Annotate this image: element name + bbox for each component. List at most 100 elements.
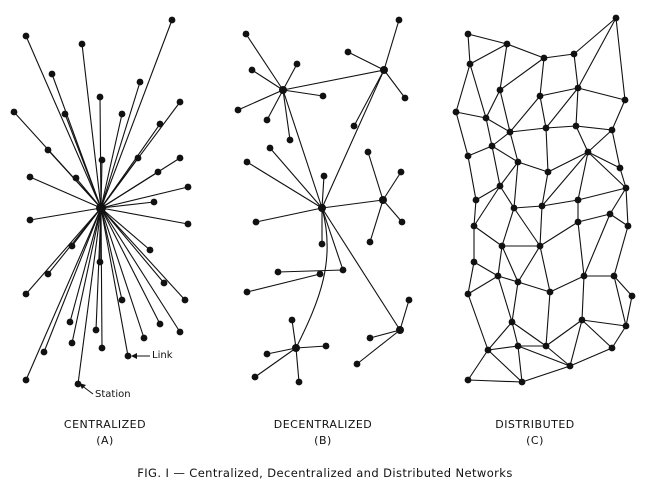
- station: [274, 268, 282, 276]
- station: [184, 183, 192, 191]
- station: [243, 158, 251, 166]
- link: [29, 176, 102, 209]
- station: [578, 316, 586, 324]
- station: [22, 376, 30, 384]
- station: [176, 154, 184, 162]
- station: [470, 222, 478, 230]
- link: [491, 145, 519, 163]
- station: [379, 196, 387, 204]
- link: [497, 275, 519, 283]
- link: [100, 171, 159, 209]
- station: [263, 116, 271, 124]
- station: [405, 296, 413, 304]
- station: [542, 124, 550, 132]
- link: [321, 207, 401, 331]
- link: [499, 161, 519, 187]
- annotation-arrows: [79, 353, 150, 395]
- link: [501, 207, 515, 247]
- link: [367, 151, 384, 201]
- caption-distributed: DISTRIBUTED (C): [480, 417, 590, 449]
- link: [467, 261, 475, 295]
- station: [472, 196, 480, 204]
- station: [380, 66, 388, 74]
- link: [473, 225, 503, 247]
- station: [616, 164, 624, 172]
- link: [509, 95, 541, 133]
- link: [356, 329, 401, 365]
- link: [100, 159, 103, 209]
- link: [491, 145, 501, 187]
- station: [494, 272, 502, 280]
- link: [467, 293, 489, 351]
- station: [48, 70, 56, 78]
- station: [66, 318, 74, 326]
- link: [81, 43, 102, 209]
- station: [538, 202, 546, 210]
- link: [506, 43, 545, 59]
- station: [574, 84, 582, 92]
- link: [487, 321, 513, 351]
- link: [497, 245, 503, 277]
- station: [40, 348, 48, 356]
- link: [513, 207, 541, 247]
- station: [96, 203, 106, 213]
- station: [498, 242, 506, 250]
- link: [517, 281, 551, 293]
- station: [243, 288, 251, 296]
- link: [369, 329, 401, 339]
- link: [575, 125, 589, 153]
- link: [64, 113, 102, 209]
- link: [569, 319, 583, 367]
- link: [545, 345, 571, 367]
- station: [134, 154, 142, 162]
- link-label: Link: [152, 350, 173, 361]
- link: [549, 275, 585, 293]
- station: [544, 168, 552, 176]
- station: [251, 373, 259, 381]
- station: [401, 94, 409, 102]
- link: [25, 207, 102, 295]
- station: [536, 242, 544, 250]
- link: [473, 199, 477, 227]
- link: [511, 281, 519, 323]
- station: [168, 16, 176, 24]
- link: [353, 69, 385, 127]
- station: [350, 122, 358, 130]
- link: [575, 87, 579, 127]
- station: [118, 110, 126, 118]
- link: [611, 129, 621, 169]
- link: [545, 87, 579, 129]
- link: [321, 207, 344, 271]
- station: [452, 108, 460, 116]
- link: [455, 63, 471, 113]
- link: [467, 275, 499, 295]
- link: [475, 185, 501, 201]
- link: [485, 89, 501, 119]
- link: [383, 19, 400, 71]
- link: [615, 17, 626, 101]
- link: [609, 213, 629, 227]
- link: [583, 213, 611, 277]
- link: [382, 199, 403, 223]
- link: [71, 207, 102, 344]
- link: [499, 185, 515, 209]
- link: [25, 207, 102, 381]
- station: [26, 173, 34, 181]
- link: [282, 89, 291, 141]
- link: [577, 87, 626, 101]
- network-letter: (A): [96, 434, 114, 447]
- link: [545, 127, 549, 173]
- station: [288, 316, 296, 324]
- link: [269, 147, 323, 209]
- link: [473, 261, 499, 277]
- link: [245, 33, 284, 91]
- link: [100, 186, 189, 209]
- link: [587, 129, 613, 153]
- link: [545, 125, 577, 129]
- link: [100, 207, 165, 284]
- station: [320, 172, 328, 180]
- station: [160, 279, 168, 287]
- link: [25, 35, 102, 209]
- link: [321, 69, 385, 209]
- link: [613, 275, 633, 297]
